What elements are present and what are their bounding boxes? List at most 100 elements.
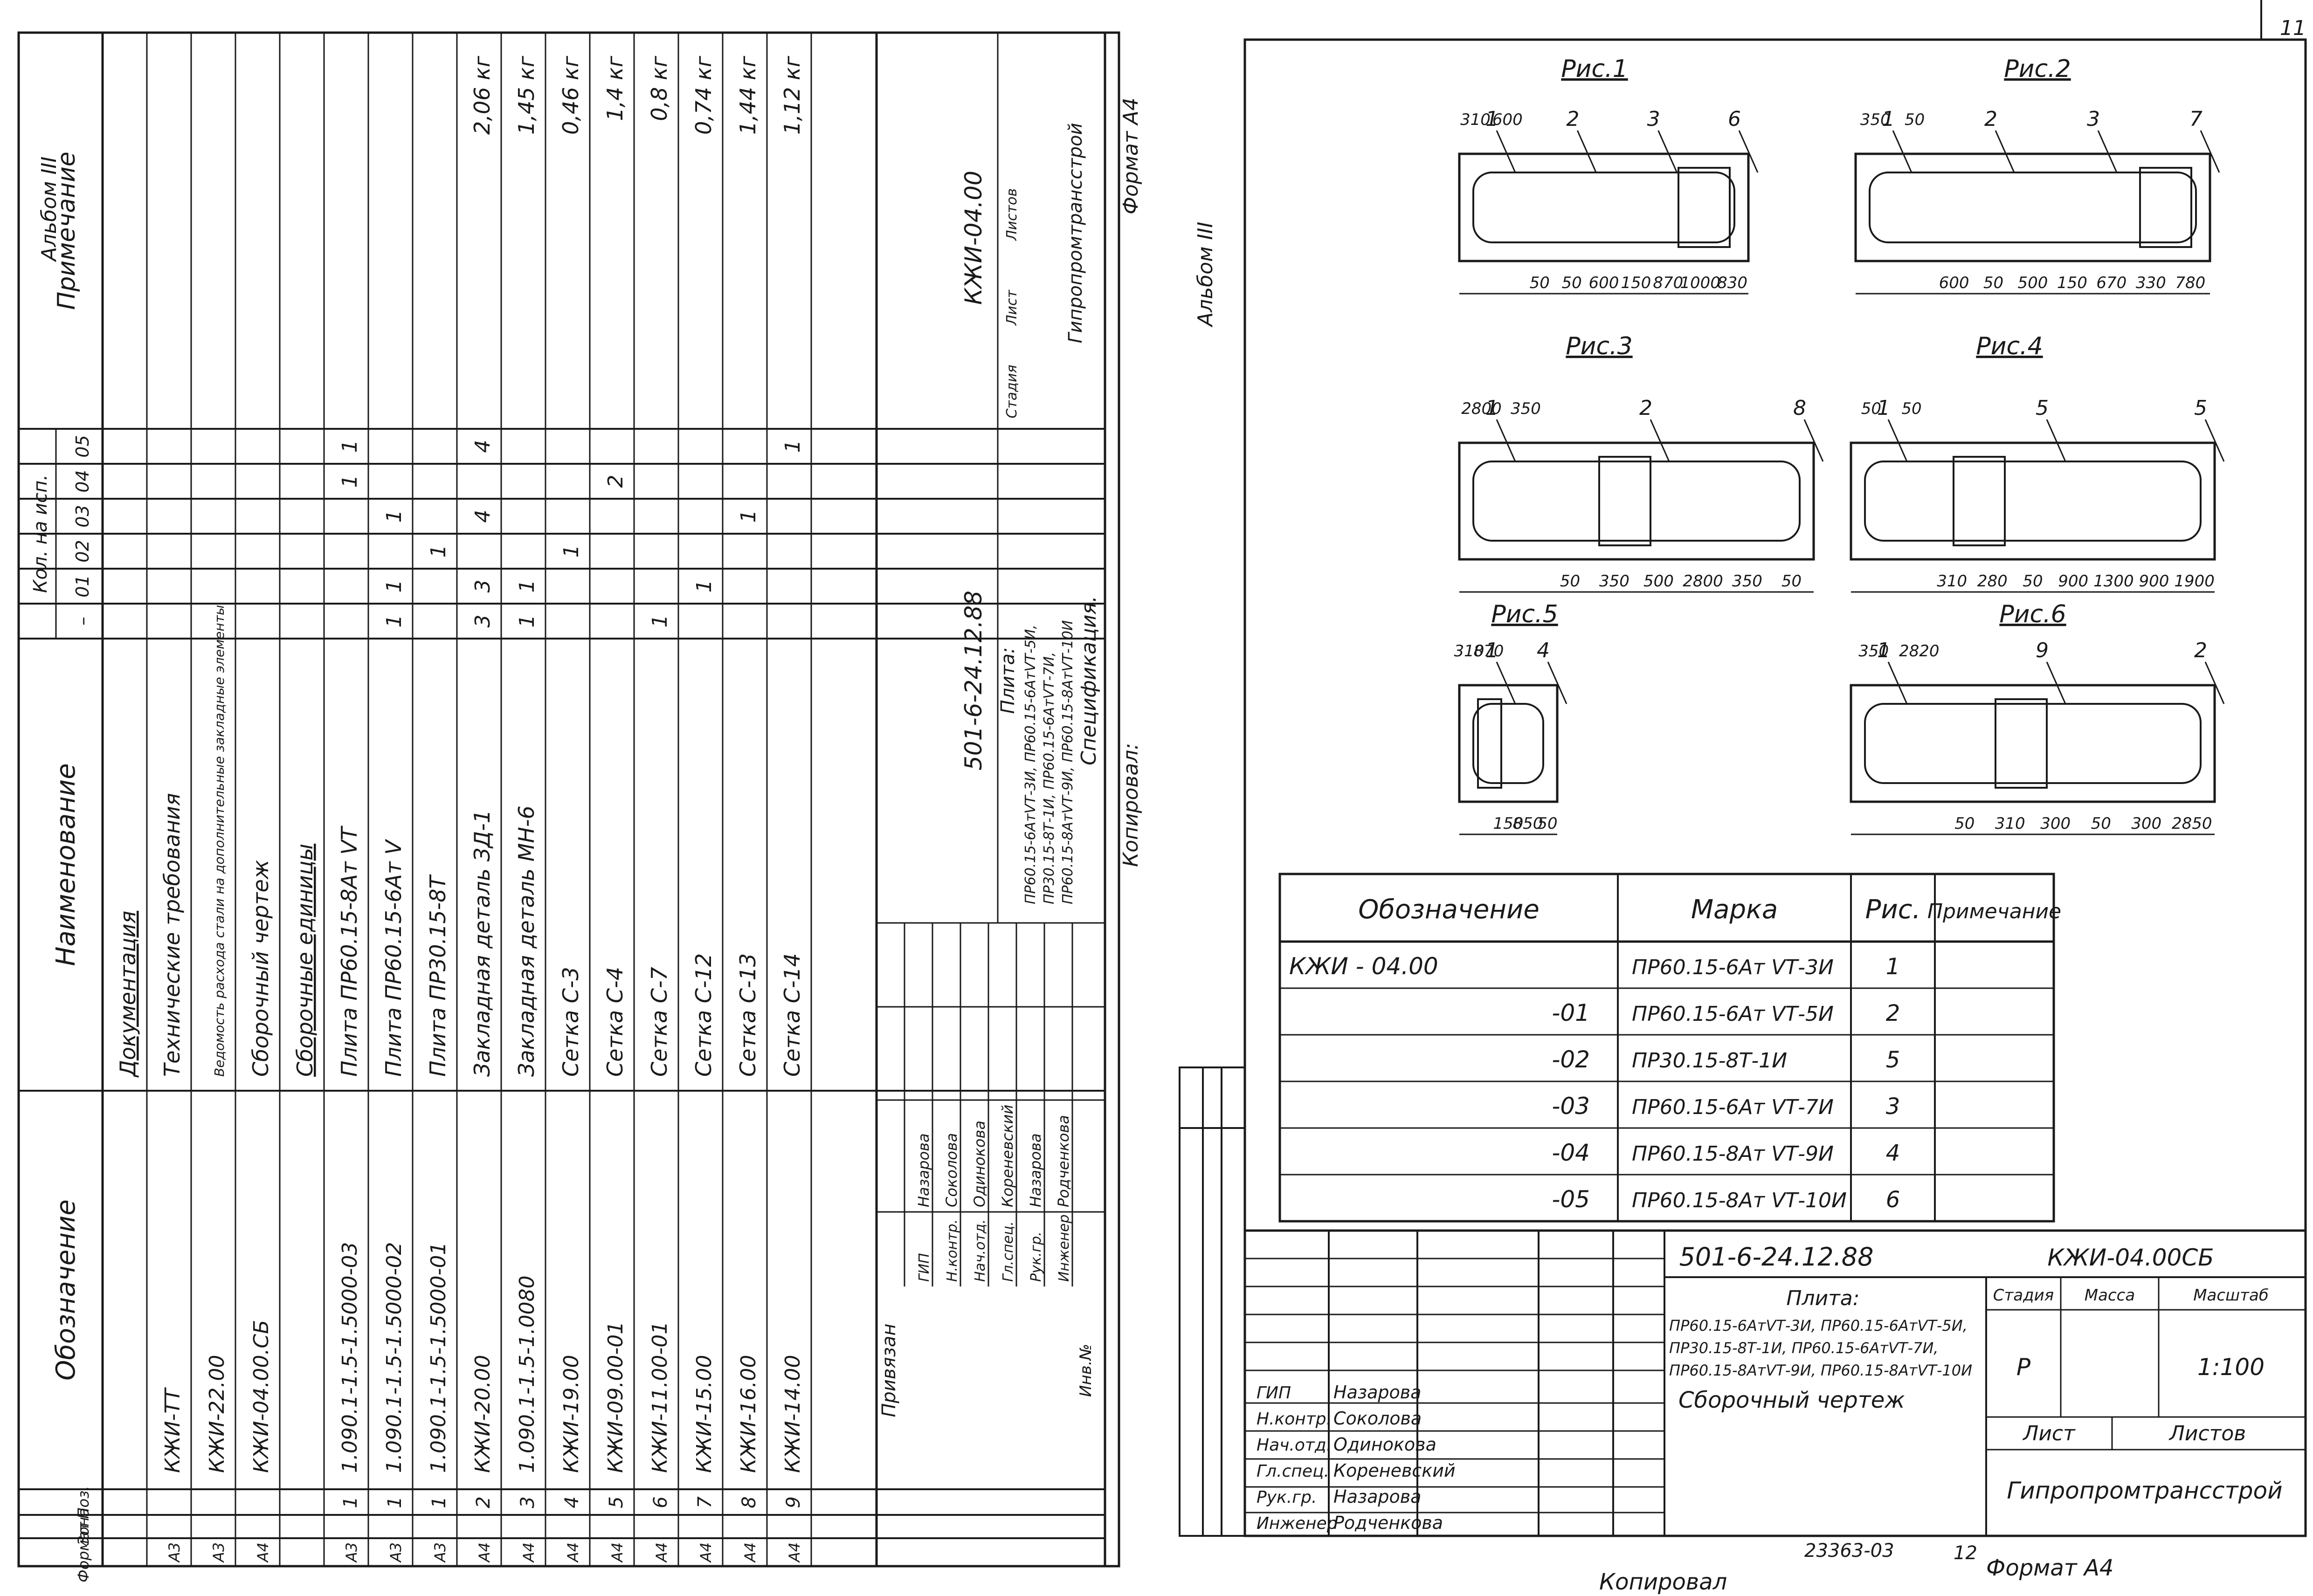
bound-label: Привязан: [878, 1323, 900, 1417]
slab-outline: [1850, 441, 2216, 561]
row-note: 1,44 кг: [735, 55, 760, 135]
leader-line: [1657, 130, 1678, 173]
row-format: А3: [431, 1542, 449, 1563]
callout-number: 2: [1566, 107, 1579, 131]
dimension-text: 1300: [2093, 572, 2134, 591]
row-format: А4: [741, 1542, 759, 1563]
dimension-text: 300: [2040, 814, 2071, 833]
dimension-text: 50: [1537, 814, 1557, 833]
row-qty: 3: [471, 615, 495, 628]
table-figure: 4: [1886, 1140, 1900, 1166]
title-block: ГИПН.контр.Нач.отд.Гл.спец.Рук.гр.Инжене…: [1245, 1229, 2306, 1536]
stamp-stage-label: Стадия: [1993, 1286, 2054, 1305]
row-note: 1,4 кг: [602, 55, 628, 121]
dimension-text: 310: [1937, 572, 1967, 591]
copied-by: Копировал: [1599, 1569, 1727, 1595]
row-note: 1,12 кг: [780, 55, 805, 135]
figure-title: Рис.2: [2004, 55, 2071, 83]
embedded-part: [1477, 698, 1502, 789]
dimension-text: 870: [1474, 642, 1504, 660]
specification-sheet: ФорматЗонаПоз.ОбозначениеНаименованиеКол…: [17, 31, 1143, 1582]
row-designation: 1.090.1-1.5-1.5000-03: [338, 1242, 362, 1473]
binding-strip: [1179, 1066, 1246, 1537]
row-name: Сетка С-12: [691, 953, 716, 1077]
row-designation: КЖИ-14.00: [781, 1355, 805, 1473]
dimension-text: 50: [1905, 110, 1925, 129]
row-name: Плита ПР30.15-8Т: [425, 874, 450, 1077]
slab-outline: [1458, 684, 1559, 803]
figure-title: Рис.1: [1561, 55, 1628, 83]
dimension-text: 150: [1493, 814, 1524, 833]
callout-number: 2: [2194, 639, 2207, 662]
figure-title: Рис.3: [1566, 332, 1632, 360]
row-qty: 1: [781, 440, 805, 453]
callout-number: 1: [1485, 396, 1498, 420]
dimension-text: 870: [1653, 274, 1683, 292]
dimension-text: 50: [1561, 274, 1581, 292]
leader-line: [1576, 130, 1597, 173]
stamp-role: Гл.спец.: [1000, 1221, 1016, 1282]
dimension-text: 350: [1732, 572, 1762, 591]
stamp-title-line: ПР60.15-6АтVТ-3И, ПР60.15-6АтVТ-5И,: [1669, 1317, 1968, 1335]
callout-number: 2: [1984, 107, 1997, 131]
dimension-text: 2800: [1461, 399, 1502, 418]
row-name: Сетка С-3: [558, 967, 583, 1077]
row-designation: 1.090.1-1.5-1.5000-01: [427, 1242, 450, 1473]
slab-opening: [1472, 461, 1801, 542]
dimension-text: 50: [1781, 572, 1802, 591]
stamp-name: Кореневский: [1333, 1460, 1456, 1481]
header-qty-col: –: [72, 617, 93, 626]
table-figure: 6: [1886, 1187, 1900, 1213]
leader-line: [2200, 130, 2220, 173]
stamp-name: Одинокова: [1333, 1434, 1436, 1455]
slab-outline: [1458, 152, 1750, 262]
row-position: 2: [473, 1496, 494, 1508]
dimension-text: 280: [1977, 572, 2008, 591]
row-note: 1,45 кг: [514, 55, 539, 135]
dimension-text: 350: [1511, 399, 1541, 418]
dimension-text: 1000: [1680, 274, 1720, 292]
row-name: Сетка С-4: [602, 967, 628, 1077]
dimension-text: 50: [2023, 572, 2043, 591]
row-format: А4: [786, 1542, 803, 1563]
order-number: 23363-03: [1804, 1540, 1894, 1562]
dimension-text: 310: [1460, 110, 1491, 129]
page-number: 12: [1954, 1542, 1977, 1564]
row-position: 9: [783, 1496, 804, 1508]
leader-line: [2097, 130, 2118, 173]
leader-line: [1496, 130, 1516, 173]
section-heading: Сборочные единицы: [292, 844, 318, 1077]
callout-number: 1: [1485, 107, 1498, 131]
stamp-role: ГИП: [916, 1253, 932, 1282]
row-designation: КЖИ-04.00.СБ: [249, 1320, 273, 1473]
callout-number: 1: [1877, 396, 1890, 420]
row-position: 7: [694, 1496, 716, 1508]
row-qty: 1: [382, 510, 406, 523]
stamp-role: ГИП: [1257, 1383, 1291, 1403]
stamp-role: Инженер: [1056, 1214, 1072, 1282]
stamp-code: 501-6-24.12.88: [1679, 1242, 1874, 1272]
slab-opening: [1869, 172, 2197, 243]
row-name: Закладная деталь ЗД-1: [470, 810, 495, 1077]
dimension-text: 310: [1454, 642, 1484, 660]
dimension-text: 900: [2058, 572, 2088, 591]
stamp-name: Назарова: [1333, 1486, 1421, 1507]
slab-opening: [1864, 703, 2202, 784]
leader-line: [1547, 661, 1567, 704]
slab-opening: [1472, 703, 1544, 784]
table-designation: -02: [1552, 1046, 1590, 1073]
stamp-name: Родченкова: [1055, 1115, 1072, 1207]
table-header: Марка: [1691, 894, 1778, 925]
row-format: А4: [564, 1542, 582, 1563]
leader-line: [2046, 419, 2066, 462]
row-position: 3: [517, 1496, 539, 1508]
row-format: А4: [608, 1542, 626, 1563]
copied-label: Копировал:: [1119, 743, 1143, 867]
stamp-org: Гипропромтрансстрой: [2007, 1477, 2282, 1504]
stamp-role: Нач.отд.: [1257, 1436, 1332, 1455]
header-name: Наименование: [51, 763, 81, 966]
